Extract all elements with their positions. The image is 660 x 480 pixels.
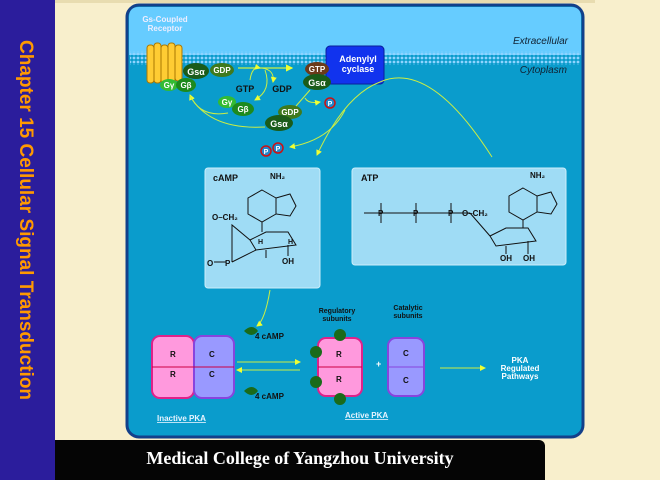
pka-pathways-label-3: Pathways <box>502 372 539 381</box>
r-label: R <box>336 350 342 359</box>
catalytic-label-2: subunits <box>393 313 422 320</box>
inactive-pka <box>151 335 235 399</box>
camp-release-label: 4 cAMP <box>255 392 285 401</box>
regulatory-label-1: Regulatory <box>319 308 356 315</box>
receptor-label-1: Gs-Coupled <box>142 15 187 24</box>
extracellular-label: Extracellular <box>513 36 569 47</box>
chapter-title: Chapter 15 Cellular Signal Transduction <box>15 40 36 401</box>
oh-label: OH <box>500 254 512 263</box>
g-gamma-label: Gγ <box>222 98 233 107</box>
g-beta-label: Gβ <box>237 105 248 114</box>
c-label: C <box>403 376 409 385</box>
g-alpha-subunit <box>303 74 331 90</box>
footer-bar: Medical College of Yangzhou University <box>55 440 545 480</box>
arrow <box>189 95 266 128</box>
arrow <box>304 97 321 106</box>
phosphate-icon <box>272 142 284 154</box>
camp-title: cAMP <box>213 173 238 183</box>
g-gamma-subunit <box>218 96 236 108</box>
adenylyl-label-2: cyclase <box>342 64 375 74</box>
gdp-released-label: GDP <box>272 84 292 94</box>
p-atom: P <box>413 209 419 218</box>
camp-molecule-icon <box>244 387 258 395</box>
pka-pathways-label-1: PKA <box>512 356 529 365</box>
r-label: R <box>336 375 342 384</box>
h-label: H <box>258 239 263 246</box>
atp-to-camp-arrow <box>316 77 493 158</box>
extracellular-region <box>129 7 581 55</box>
p-atom: P <box>225 259 231 268</box>
receptor-helices <box>146 42 183 84</box>
phosphate-label: P <box>264 149 269 156</box>
g-beta-label: Gβ <box>180 81 191 90</box>
p-atom: P <box>378 209 384 218</box>
phosphate-icon <box>260 145 272 157</box>
catalytic-label-1: Catalytic <box>393 305 422 312</box>
atp-structure <box>364 187 558 254</box>
h-label: H <box>288 239 293 246</box>
gdp-label: GDP <box>213 66 231 75</box>
gdp-label: GDP <box>281 108 299 117</box>
nh2-label: NH₂ <box>530 171 546 180</box>
phosphate-label: P <box>276 146 281 153</box>
ch2-label: O–CH₂ <box>212 213 238 222</box>
arrow <box>254 69 268 101</box>
gtp-label: GTP <box>236 84 255 94</box>
g-alpha-subunit <box>183 63 209 79</box>
o-atom: O <box>207 259 213 268</box>
plus-sign: + <box>376 359 381 369</box>
oh-label: OH <box>282 257 294 266</box>
r-label: R <box>170 350 176 359</box>
c-label: C <box>209 370 215 379</box>
pyrophosphate-arrow <box>289 109 346 150</box>
camp-bind-label: 4 cAMP <box>255 332 285 341</box>
side-band: Chapter 15 Cellular Signal Transduction <box>0 0 55 480</box>
g-alpha-label: Gsα <box>308 78 326 88</box>
gtp-molecule <box>305 62 329 76</box>
g-gamma-subunit <box>160 79 178 91</box>
receptor-label-2: Receptor <box>148 24 183 33</box>
gdp-molecule <box>278 105 302 119</box>
active-pka-label: Active PKA <box>345 411 388 420</box>
pka-pathways-label-2: Regulated <box>501 364 540 373</box>
g-gamma-label: Gγ <box>164 81 175 90</box>
r-label: R <box>170 370 176 379</box>
adenylyl-label-1: Adenylyl <box>339 54 377 64</box>
arrow <box>295 89 311 107</box>
p-atom: P <box>448 209 454 218</box>
ch2-label: O–CH₂ <box>462 209 488 218</box>
institution-name: Medical College of Yangzhou University <box>146 448 454 468</box>
g-beta-subunit <box>232 102 254 116</box>
catalytic-subunits <box>387 337 425 397</box>
atp-title: ATP <box>361 173 378 183</box>
c-label: C <box>209 350 215 359</box>
g-beta-subunit <box>176 78 196 92</box>
oh-label: OH <box>523 254 535 263</box>
inactive-pka-label: Inactive PKA <box>157 414 206 423</box>
phosphate-icon <box>324 97 336 109</box>
g-alpha-label: Gsα <box>270 119 288 129</box>
g-alpha-subunit <box>265 115 293 131</box>
regulatory-label-2: subunits <box>322 316 351 323</box>
arrow <box>249 63 261 81</box>
phosphate-label: P <box>328 101 333 108</box>
c-label: C <box>403 349 409 358</box>
top-divider <box>55 0 595 3</box>
g-alpha-label: Gsα <box>187 67 205 77</box>
regulatory-subunits <box>310 329 363 405</box>
arrow <box>261 67 277 83</box>
gdp-molecule <box>210 63 234 77</box>
arrow <box>256 289 271 327</box>
camp-structure <box>214 189 297 263</box>
gtp-bound-label: GTP <box>309 65 326 74</box>
nh2-label: NH₂ <box>270 172 286 181</box>
atp-structure-box <box>351 167 567 266</box>
camp-molecule-icon <box>244 327 258 335</box>
cytoplasm-label: Cytoplasm <box>520 65 567 76</box>
